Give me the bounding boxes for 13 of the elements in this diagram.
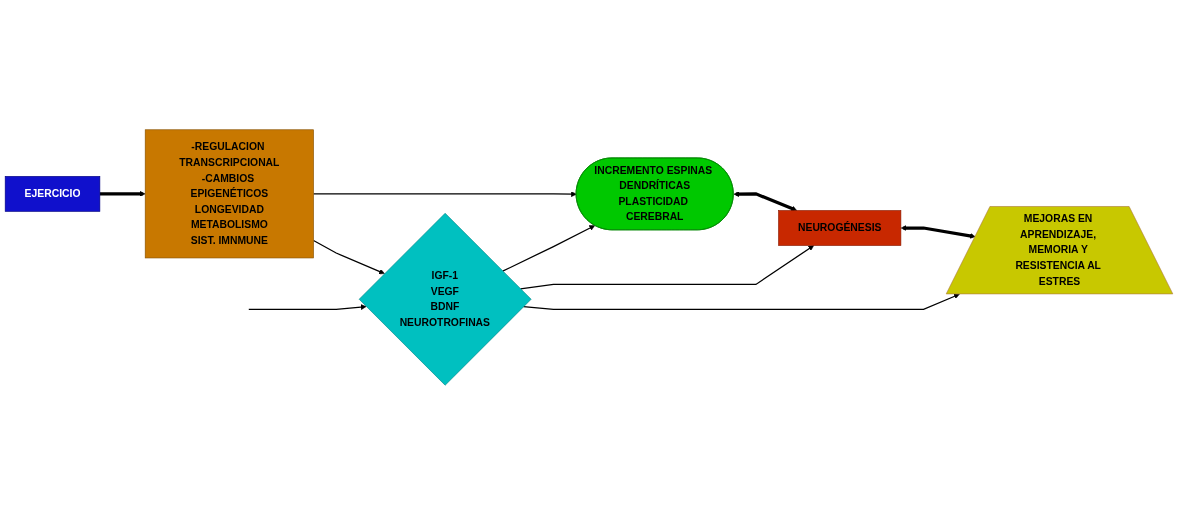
node-box: -REGULACION TRANSCRIPCIONAL -CAMBIOS EPIGENÉTICOS LONGEVIDAD METABOLISMO SIST. IMNMUNE [144, 129, 314, 259]
node-box: EJERCICIO [4, 176, 101, 212]
arrow [502, 225, 596, 272]
arrow [900, 225, 976, 239]
node-diamond: IGF-1 VEGF BDNF NEUROTROFINAS [358, 212, 532, 386]
node-box: NEUROGÉNESIS [778, 210, 902, 246]
arrow [522, 293, 960, 310]
arrow [312, 239, 385, 275]
arrow [519, 245, 814, 290]
arrow [733, 191, 798, 212]
arrow [99, 191, 146, 197]
arrow [312, 191, 577, 197]
arrow [248, 304, 367, 310]
